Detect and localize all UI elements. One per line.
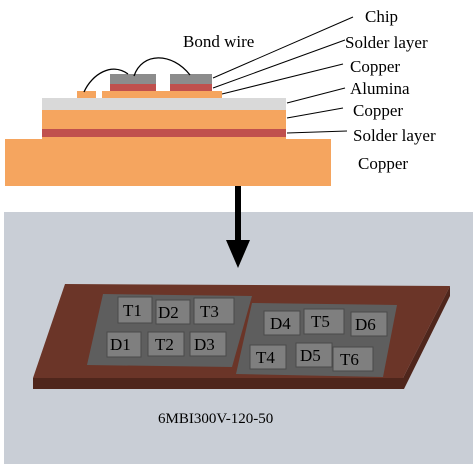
die-label-d2: D2 — [158, 303, 179, 322]
die-label-d4: D4 — [270, 314, 291, 333]
die-t2: T2 — [147, 331, 185, 357]
die-d6: D6 — [350, 311, 388, 337]
die-label-d6: D6 — [355, 315, 376, 334]
die-d2: D2 — [155, 299, 191, 325]
die-label-d1: D1 — [110, 335, 131, 354]
arrow-head-overlay — [226, 240, 250, 268]
leader-copper-top — [221, 63, 344, 95]
die-t4: T4 — [249, 344, 287, 370]
baseplate-side — [33, 286, 450, 389]
copper-mid-layer — [42, 110, 286, 129]
label-copper-base: Copper — [358, 154, 408, 173]
leader-copper-mid — [286, 107, 344, 119]
die-label-t2: T2 — [155, 335, 174, 354]
module-name-caption: 6MBI300V-120-50 — [158, 411, 273, 427]
die-d3: D3 — [189, 331, 227, 357]
die-d1: D1 — [106, 331, 142, 358]
chip-2 — [170, 74, 212, 84]
leader-solder-bottom — [286, 130, 348, 134]
die-d5: D5 — [295, 342, 333, 368]
cross-section: Chip Bond wire Solder layer Copper Alumi… — [5, 7, 436, 186]
label-solder-layer-top: Solder layer — [345, 33, 428, 52]
leader-solder-top — [212, 39, 346, 89]
die-label-t1: T1 — [123, 301, 142, 320]
label-copper-mid: Copper — [353, 101, 403, 120]
label-alumina: Alumina — [350, 79, 410, 98]
copper-baseplate-layer — [5, 139, 331, 186]
die-label-d3: D3 — [194, 335, 215, 354]
bond-wire-2 — [133, 57, 191, 77]
copper-top-pad-right — [102, 91, 222, 98]
copper-mid-layer-lower — [42, 137, 286, 139]
die-label-t3: T3 — [200, 302, 219, 321]
die-d4: D4 — [263, 310, 301, 336]
leader-alumina — [286, 87, 346, 104]
copper-top-pad-left — [77, 91, 96, 98]
die-t3: T3 — [193, 297, 235, 325]
die-label-t6: T6 — [340, 350, 359, 369]
label-chip: Chip — [365, 7, 398, 26]
die-t1: T1 — [117, 296, 153, 324]
die-t5: T5 — [303, 308, 345, 335]
die-label-d5: D5 — [300, 346, 321, 365]
bond-wire-1 — [83, 68, 129, 93]
die-t6: T6 — [332, 346, 374, 372]
label-solder-layer-bottom: Solder layer — [353, 126, 436, 145]
chip-1 — [110, 74, 156, 84]
module-view: T1 D2 T3 D1 T2 D3 D4 T5 — [4, 212, 473, 464]
solder-layer-top-chip1 — [110, 84, 156, 91]
solder-layer-bottom — [42, 129, 286, 137]
solder-layer-top-chip2 — [170, 84, 212, 91]
label-copper-top: Copper — [350, 57, 400, 76]
die-label-t5: T5 — [311, 312, 330, 331]
arrow-shaft-overlay — [235, 212, 241, 242]
label-bond-wire: Bond wire — [183, 32, 254, 51]
die-label-t4: T4 — [256, 348, 275, 367]
leader-chip — [212, 16, 354, 79]
alumina-layer — [42, 98, 286, 110]
